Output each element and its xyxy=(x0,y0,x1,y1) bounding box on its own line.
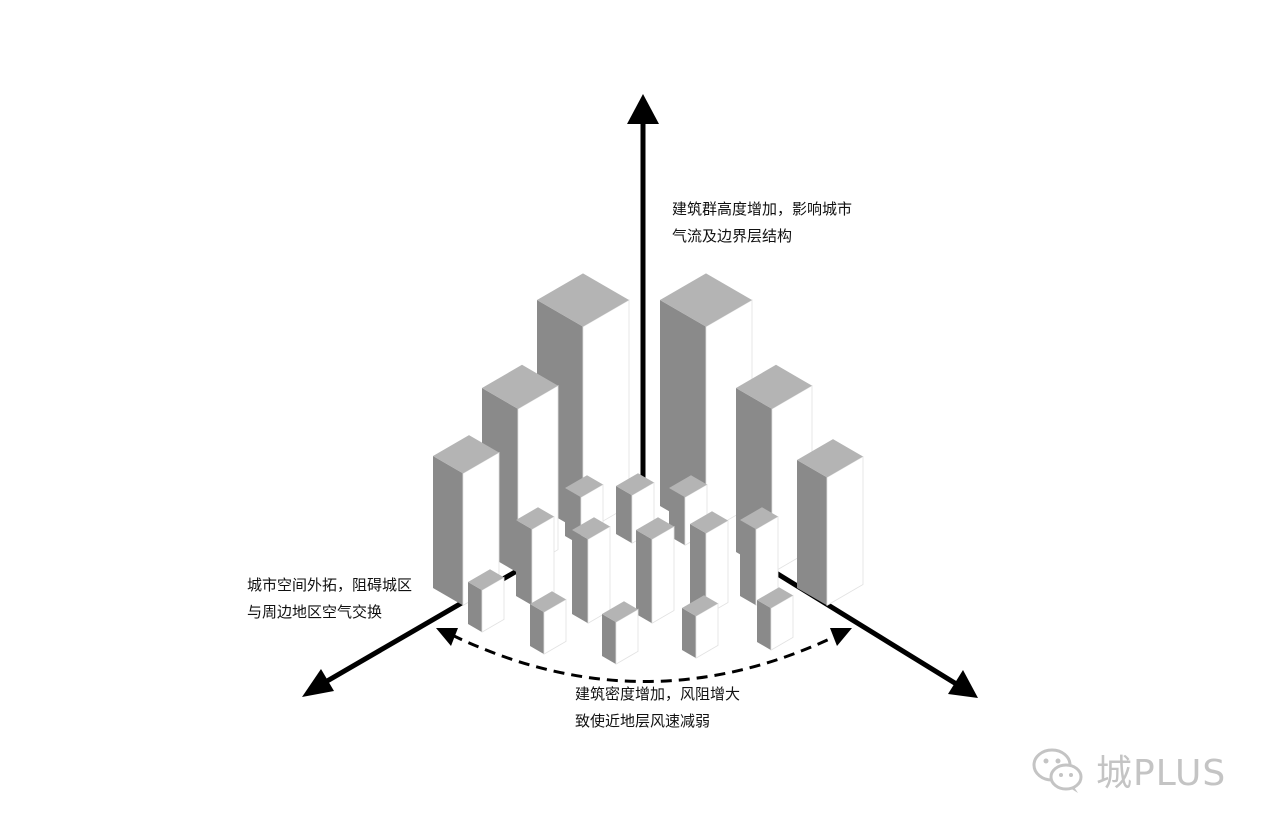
height-label-line2: 气流及边界层结构 xyxy=(672,227,793,245)
arc-left-arrow-icon xyxy=(436,628,458,646)
building-11 xyxy=(740,507,779,606)
building-10 xyxy=(516,507,555,606)
watermark: 城PLUS xyxy=(1030,742,1226,798)
density-arc xyxy=(436,628,852,683)
building-14 xyxy=(690,511,729,616)
wechat-icon xyxy=(1032,748,1083,793)
expansion-label-line1: 城市空间外拓，阻碍城区 xyxy=(247,576,413,594)
building-13 xyxy=(636,517,675,624)
building-5 xyxy=(433,435,500,607)
expansion-label-line2: 与周边地区空气交换 xyxy=(247,603,383,621)
down-left-arrow-icon xyxy=(302,669,334,697)
down-right-arrow-icon xyxy=(948,670,978,698)
building-16 xyxy=(530,591,567,655)
building-2 xyxy=(660,273,753,534)
expansion-label: 城市空间外拓，阻碍城区 与周边地区空气交换 xyxy=(247,572,412,626)
building-19 xyxy=(757,587,794,651)
density-label: 建筑密度增加，风阻增大 致使近地层风速减弱 xyxy=(575,681,740,735)
building-17 xyxy=(602,601,639,665)
watermark-text: 城PLUS xyxy=(1096,753,1227,794)
density-label-line2: 致使近地层风速减弱 xyxy=(575,712,711,730)
building-18 xyxy=(682,595,719,659)
vertical-axis xyxy=(627,94,659,500)
building-cluster xyxy=(433,273,864,665)
height-label: 建筑群高度增加，影响城市 气流及边界层结构 xyxy=(672,196,852,250)
building-15 xyxy=(468,569,505,633)
arc-right-arrow-icon xyxy=(830,628,852,646)
building-6 xyxy=(797,439,864,607)
building-1 xyxy=(537,273,630,534)
height-label-line1: 建筑群高度增加，影响城市 xyxy=(672,200,853,218)
density-label-line1: 建筑密度增加，风阻增大 xyxy=(575,685,741,703)
building-12 xyxy=(572,517,611,624)
up-arrow-icon xyxy=(627,94,659,124)
